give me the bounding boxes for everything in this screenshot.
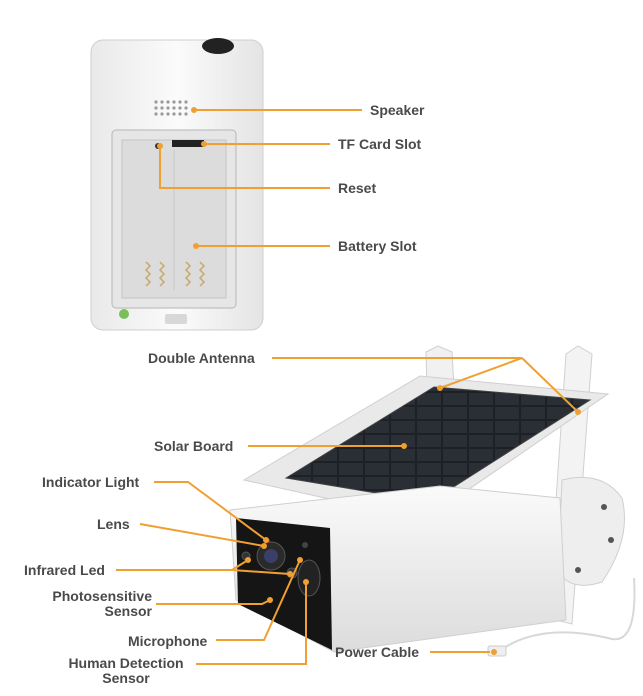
label-tf-card-slot: TF Card Slot [338,136,422,152]
callout-lines [116,109,579,665]
mic-line [216,559,301,641]
label-solar-board: Solar Board [154,438,234,454]
speaker-grille [154,100,188,116]
label-speaker: Speaker [370,102,425,118]
back-view-device [90,38,264,331]
label-reset: Reset [338,180,377,196]
battery-springs [144,261,206,287]
label-indicator-light: Indicator Light [42,474,140,490]
label-power-cable: Power Cable [335,644,420,660]
label-infrared-led: Infrared Led [24,562,105,578]
antenna-line-right [521,357,579,413]
callout-dots [157,107,581,655]
reset-line [159,146,330,189]
label-double-antenna: Double Antenna [148,350,255,366]
label-human-detection-sensor: Human Detection Sensor [68,655,184,686]
lens-line [139,523,265,547]
label-lens: Lens [97,516,130,532]
infrared-line-b [231,569,291,575]
label-battery-slot: Battery Slot [338,238,417,254]
pir-line [196,582,307,665]
tf-slot [172,140,204,147]
camera-device [229,345,636,657]
mount-knob [202,38,234,54]
infrared-line-a [116,559,249,571]
indicator-line [154,481,267,541]
label-microphone: Microphone [128,633,208,649]
label-photosensitive-sensor: Photosensitive Sensor [52,588,152,619]
